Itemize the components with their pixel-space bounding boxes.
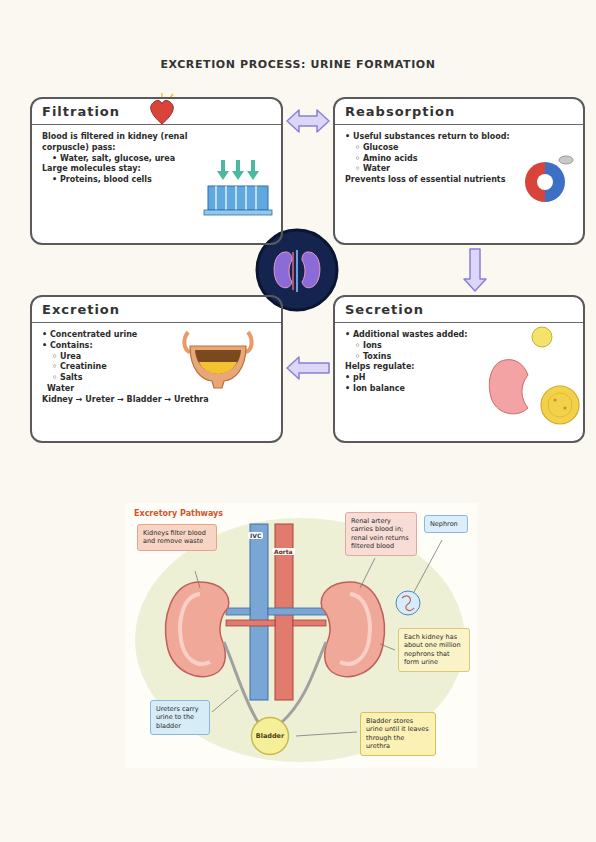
process-box: Reabsorption• Useful substances return t… (333, 97, 585, 245)
body-line: ◦ Urea (52, 352, 170, 363)
callout-box: Each kidney has about one million nephro… (398, 628, 470, 672)
body-line: ◦ Creatinine (52, 362, 170, 373)
body-line: ◦ Salts (52, 373, 170, 384)
bladder-icon (184, 332, 251, 388)
kidney-badge (257, 230, 337, 310)
callout-text: Ureters carry urine to the bladder (156, 705, 204, 730)
body-line: • Additional wastes added: (345, 330, 493, 341)
box-fill (333, 295, 585, 443)
body-line: ◦ Ions (355, 341, 493, 352)
callout-box: Kidneys filter blood and remove waste (137, 524, 217, 551)
illustration-title: Excretory Pathways (134, 509, 223, 518)
block-arrow (464, 249, 486, 291)
process-box: Secretion• Additional wastes added:◦ Ion… (333, 295, 585, 443)
callout-box: Renal artery carries blood in; renal vei… (345, 512, 417, 556)
vessel-label: Aorta (272, 548, 295, 555)
body-line: ◦ Water (355, 164, 513, 175)
callout-text: Nephron (430, 520, 462, 528)
body-line: Helps regulate: (345, 362, 493, 373)
filter-icon (204, 160, 272, 215)
bladder-circle: Bladder (250, 716, 290, 756)
block-arrow (287, 110, 329, 132)
excretory-illustration (125, 503, 477, 768)
callout-box: Bladder stores urine until it leaves thr… (360, 712, 436, 756)
process-box: FiltrationBlood is filtered in kidney (r… (30, 97, 283, 245)
body-line: • Contains: (42, 341, 170, 352)
cell-icon (525, 156, 573, 202)
box-body: • Additional wastes added:◦ Ions◦ Toxins… (335, 323, 583, 401)
body-line: Kidney → Ureter → Bladder → Urethra (42, 395, 271, 406)
box-heading: Filtration (32, 99, 281, 125)
vessel-label: IVC (248, 532, 263, 539)
callout-text: Bladder stores urine until it leaves thr… (366, 717, 430, 751)
process-box: Excretion• Concentrated urine• Contains:… (30, 295, 283, 443)
body-line: • pH (345, 373, 493, 384)
box-body: • Concentrated urine• Contains:◦ Urea◦ C… (32, 323, 281, 412)
body-line: Prevents loss of essential nutrients (345, 175, 513, 186)
body-line: Blood is filtered in kidney (renal corpu… (42, 132, 197, 154)
body-line: • Proteins, blood cells (52, 175, 197, 186)
body-line: ◦ Toxins (355, 352, 493, 363)
body-line: Water (47, 384, 170, 395)
circle-text: Bladder (256, 732, 285, 740)
body-line: • Water, salt, glucose, urea (52, 154, 197, 165)
box-fill (30, 295, 283, 443)
body-line: • Concentrated urine (42, 330, 170, 341)
body-line: ◦ Glucose (355, 143, 513, 154)
body-line: • Ion balance (345, 384, 493, 395)
box-fill (30, 97, 283, 245)
callout-box: Ureters carry urine to the bladder (150, 700, 210, 735)
block-arrow (287, 357, 329, 379)
callout-text: Kidneys filter blood and remove waste (143, 529, 211, 546)
body-line: Large molecules stay: (42, 164, 197, 175)
box-body: • Useful substances return to blood:◦ Gl… (335, 125, 583, 192)
box-heading: Excretion (32, 297, 281, 323)
callout-text: Renal artery carries blood in; renal vei… (351, 517, 411, 551)
body-line: ◦ Amino acids (355, 154, 513, 165)
diagram-title: EXCRETION PROCESS: URINE FORMATION (0, 58, 596, 71)
box-heading: Secretion (335, 297, 583, 323)
secretion-icons (489, 327, 579, 424)
callout-text: Each kidney has about one million nephro… (404, 633, 464, 667)
box-fill (333, 97, 585, 245)
circle-shape (252, 718, 289, 755)
box-body: Blood is filtered in kidney (renal corpu… (32, 125, 281, 192)
body-line: • Useful substances return to blood: (345, 132, 513, 143)
box-heading: Reabsorption (335, 99, 583, 125)
callout-box: Nephron (424, 515, 468, 533)
